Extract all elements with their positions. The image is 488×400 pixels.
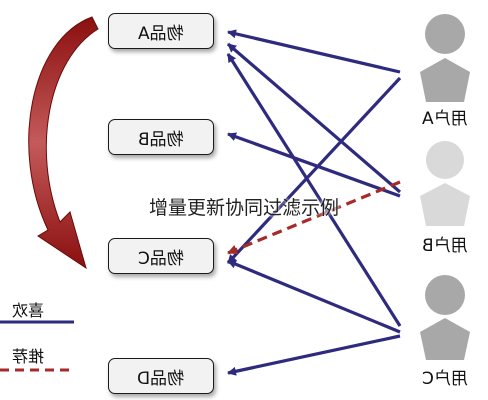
user-a-label: 用户A	[422, 109, 468, 129]
user-b-label: 用户B	[422, 236, 468, 256]
item-a-label: 物品A	[138, 23, 184, 44]
item-b-label: 物品B	[138, 129, 184, 150]
like-arrow-user-a-item-a	[227, 29, 401, 74]
like-arrow-user-c-item-a	[226, 53, 402, 327]
item-d-label: 物品D	[137, 368, 185, 389]
update-curve-arrow	[28, 16, 99, 270]
diagram-caption: 增量更新协同过滤示例	[148, 197, 339, 219]
user-b-icon	[420, 141, 470, 226]
item-b-box: 物品B	[108, 119, 214, 155]
user-a-icon	[420, 14, 470, 102]
user-c-label: 用户C	[422, 369, 468, 389]
like-arrow-user-c-item-d	[227, 334, 401, 376]
legend-recommend-label: 推荐	[12, 347, 45, 366]
like-arrow-user-c-item-c	[227, 259, 401, 334]
user-c-icon	[420, 275, 470, 360]
item-d-box: 物品D	[108, 358, 214, 394]
like-arrow-user-b-item-a	[226, 42, 402, 194]
legend-like-label: 喜欢	[12, 301, 45, 320]
item-a-box: 物品A	[108, 13, 214, 49]
like-arrow-user-a-item-c	[226, 76, 402, 265]
item-c-label: 物品C	[138, 248, 184, 269]
like-arrow-user-b-item-b	[227, 132, 401, 198]
item-c-box: 物品C	[108, 238, 214, 274]
